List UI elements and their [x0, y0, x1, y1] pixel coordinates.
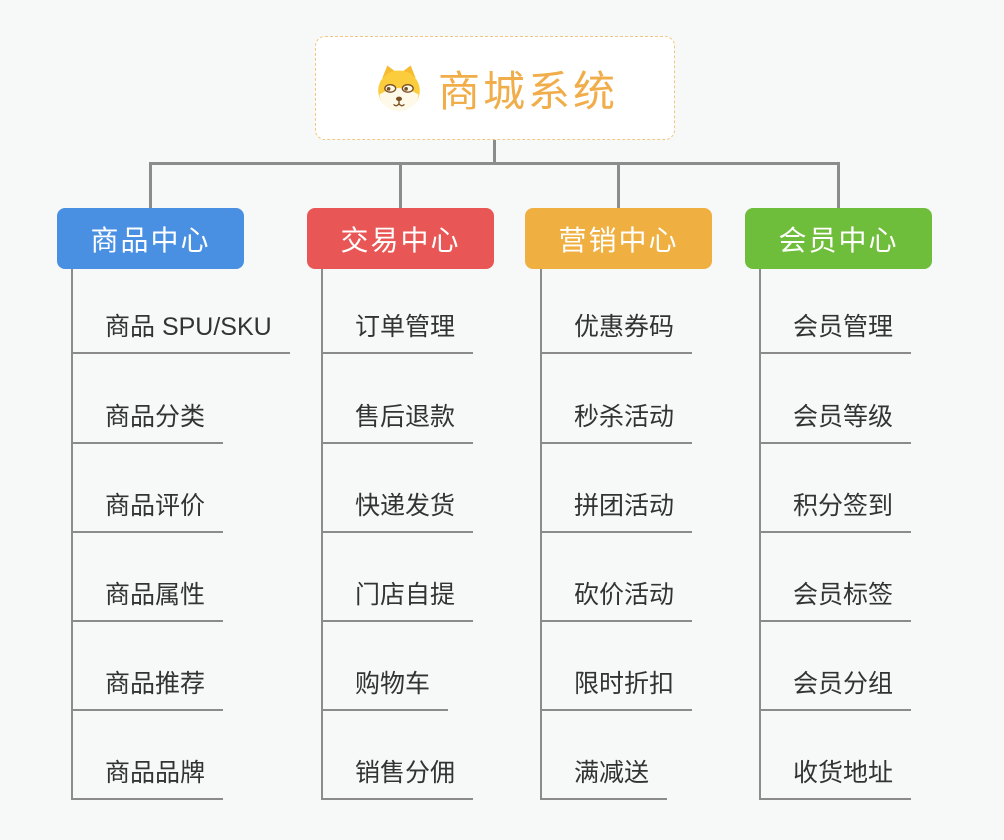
leaf-node[interactable]: 商品推荐	[71, 669, 224, 711]
leaf-node[interactable]: 商品品牌	[71, 758, 224, 800]
leaf-node[interactable]: 销售分佣	[321, 758, 474, 800]
leaf-node[interactable]: 商品 SPU/SKU	[71, 312, 290, 354]
leaf-node[interactable]: 收货地址	[759, 758, 912, 800]
leaf-node[interactable]: 门店自提	[321, 580, 474, 622]
leaf-node[interactable]: 秒杀活动	[540, 402, 693, 444]
connector-spine-marketing	[540, 269, 542, 800]
leaf-node[interactable]: 会员标签	[759, 580, 912, 622]
leaf-node[interactable]: 满减送	[540, 758, 668, 800]
dog-icon	[378, 65, 420, 111]
connector-drop-2	[399, 162, 402, 209]
branch-node-member-center[interactable]: 会员中心	[745, 208, 932, 269]
connector-spine-member	[759, 269, 761, 800]
leaf-node[interactable]: 限时折扣	[540, 669, 693, 711]
leaf-node[interactable]: 砍价活动	[540, 580, 693, 622]
leaf-node[interactable]: 商品评价	[71, 491, 224, 533]
connector-root-stem	[493, 139, 496, 165]
leaf-node[interactable]: 售后退款	[321, 402, 474, 444]
leaf-node[interactable]: 商品属性	[71, 580, 224, 622]
leaf-node[interactable]: 订单管理	[321, 312, 474, 354]
leaf-node[interactable]: 会员等级	[759, 402, 912, 444]
connector-spine-product	[71, 269, 73, 800]
connector-spine-trade	[321, 269, 323, 800]
root-title: 商城系统	[437, 67, 618, 115]
leaf-node[interactable]: 积分签到	[759, 491, 912, 533]
connector-drop-3	[617, 162, 620, 209]
connector-horizontal-bar	[149, 162, 840, 165]
leaf-node[interactable]: 商品分类	[71, 402, 224, 444]
leaf-node[interactable]: 优惠券码	[540, 312, 693, 354]
leaf-node[interactable]: 购物车	[321, 669, 449, 711]
connector-drop-4	[837, 162, 840, 209]
leaf-node[interactable]: 拼团活动	[540, 491, 693, 533]
connector-drop-1	[149, 162, 152, 209]
leaf-node[interactable]: 快递发货	[321, 491, 474, 533]
branch-node-marketing-center[interactable]: 营销中心	[525, 208, 712, 269]
branch-node-product-center[interactable]: 商品中心	[57, 208, 244, 269]
branch-node-trade-center[interactable]: 交易中心	[307, 208, 494, 269]
leaf-node[interactable]: 会员管理	[759, 312, 912, 354]
root-node[interactable]: 商城系统	[315, 36, 675, 140]
leaf-node[interactable]: 会员分组	[759, 669, 912, 711]
